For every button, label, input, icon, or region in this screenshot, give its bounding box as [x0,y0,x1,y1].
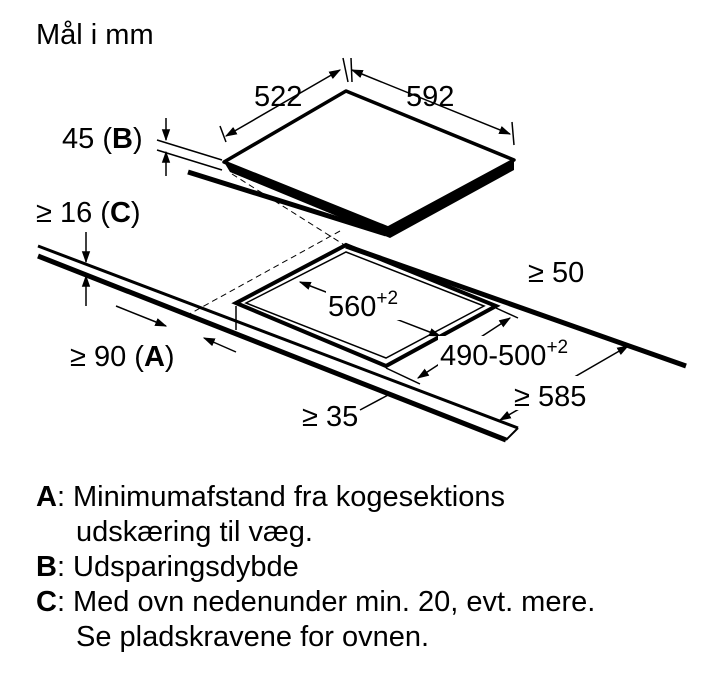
dimension-522-label: 522 [254,81,302,113]
diagram-title: Mål i mm [36,19,154,51]
dimension-50-label: ≥ 50 [528,257,584,289]
dimension-50: ≥ 50 [528,257,584,289]
dimension-592-label: 592 [406,81,454,113]
legend-key-c: C [36,586,57,618]
dimension-522: 522 [219,57,349,143]
dimension-560-label: 560 [328,291,376,323]
svg-text:45 (B): 45 (B) [62,123,143,155]
key-b-label: B [112,123,133,155]
dimension-90-a: ≥ 90 (A) [70,305,237,373]
legend-item-c: C:Med ovn nedenunder min. 20, evt. mere. [36,586,596,618]
dimension-592: 592 [350,57,515,146]
dimension-35-label: ≥ 35 [302,401,358,433]
legend-item-a: A:Minimumafstand fra kogesektions [36,481,505,513]
hob [187,89,516,238]
legend: A:Minimumafstand fra kogesektions udskær… [36,480,595,655]
dimension-45-label: 45 [62,123,94,155]
legend-text-b-line-1: Udsparingsdybde [73,551,299,583]
dimension-560-tolerance: +2 [376,288,398,309]
svg-text:≥ 90 (A): ≥ 90 (A) [70,341,175,373]
legend-text-c-line-1: Med ovn nedenunder min. 20, evt. mere. [73,586,596,618]
svg-text:560+2: 560+2 [328,288,398,323]
dimension-585: ≥ 585 [498,345,630,421]
legend-text-c-line-2: Se pladskravene for ovnen. [76,621,430,653]
dimension-90-label: ≥ 90 [70,341,126,373]
dimension-490-500-tolerance: +2 [546,337,568,358]
key-a-label: A [144,341,165,373]
dimension-16-c: ≥ 16 (C) [36,197,141,306]
cutout [231,242,501,369]
legend-text-a-line-2: udskæring til væg. [76,516,313,548]
legend-item-b: B:Udsparingsdybde [36,551,299,583]
key-c-label: C [110,197,131,229]
dimension-585-label: ≥ 585 [514,381,586,413]
dimension-35: ≥ 35 [302,393,391,433]
dimension-560: 560+2 [298,281,442,337]
legend-text-a-line-1: Minimumafstand fra kogesektions [73,481,505,513]
legend-key-b: B [36,551,57,583]
legend-key-a: A [36,481,57,513]
dimension-16-label: ≥ 16 [36,197,92,229]
dimension-45-b: 45 (B) [62,118,223,176]
svg-text:≥ 16 (C): ≥ 16 (C) [36,197,141,229]
dimension-490-500-label: 490-500 [440,340,546,372]
